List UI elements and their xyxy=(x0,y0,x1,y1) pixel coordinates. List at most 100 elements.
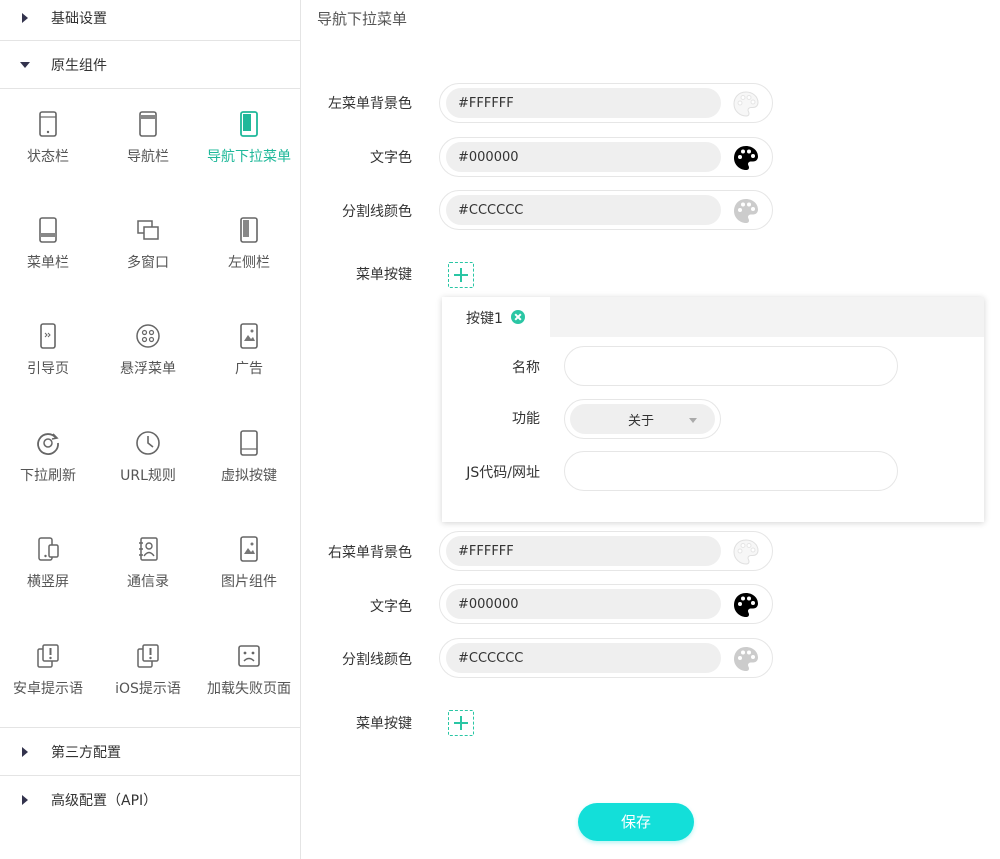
component-left-sidebar[interactable]: 左侧栏 xyxy=(199,216,299,296)
left-bg-color-input[interactable] xyxy=(446,88,721,118)
palette-icon[interactable] xyxy=(732,90,760,118)
component-label: 加载失败页面 xyxy=(207,681,291,697)
left-text-color-label: 文字色 xyxy=(370,150,412,166)
component-virtual-key[interactable]: 虚拟按键 xyxy=(199,429,299,509)
save-button[interactable]: 保存 xyxy=(578,803,694,841)
component-label: 图片组件 xyxy=(221,574,277,590)
section-label: 基础设置 xyxy=(51,10,107,27)
component-multi-window[interactable]: 多窗口 xyxy=(98,216,198,296)
component-float-menu[interactable]: 悬浮菜单 xyxy=(98,322,198,402)
right-bg-label: 右菜单背景色 xyxy=(328,545,412,561)
function-select[interactable]: 关于 xyxy=(564,399,721,439)
component-load-fail[interactable]: 加载失败页面 xyxy=(199,642,299,722)
left-sidebar-icon xyxy=(240,217,258,243)
section-advanced-api[interactable]: 高级配置（API） xyxy=(0,776,300,823)
section-third-party[interactable]: 第三方配置 xyxy=(0,728,300,775)
component-nav-bar[interactable]: 导航栏 xyxy=(98,110,198,190)
component-orientation[interactable]: 横竖屏 xyxy=(0,535,98,615)
right-text-color-label: 文字色 xyxy=(370,599,412,615)
component-label: 下拉刷新 xyxy=(20,468,76,484)
component-pull-refresh[interactable]: 下拉刷新 xyxy=(0,429,98,509)
function-select-inner: 关于 xyxy=(570,404,715,434)
right-text-color-field xyxy=(439,584,773,624)
component-label: 安卓提示语 xyxy=(13,681,83,697)
component-label: 多窗口 xyxy=(127,255,169,271)
chevron-right-icon xyxy=(22,12,28,23)
float-menu-icon xyxy=(136,324,160,348)
pull-refresh-icon xyxy=(37,433,59,455)
divider xyxy=(0,88,300,89)
left-text-color-field xyxy=(439,137,773,177)
component-label: 导航下拉菜单 xyxy=(207,149,291,165)
component-label: 导航栏 xyxy=(127,149,169,165)
page-title: 导航下拉菜单 xyxy=(317,10,408,28)
left-divider-color-field xyxy=(439,190,773,230)
component-label: 悬浮菜单 xyxy=(120,361,176,377)
sidebar: 基础设置 原生组件 状态栏 导航栏 xyxy=(0,0,301,859)
right-divider-color-input[interactable] xyxy=(446,643,721,673)
divider xyxy=(0,40,300,41)
phone-dropdown-icon xyxy=(240,111,258,137)
component-label: 引导页 xyxy=(27,361,69,377)
section-native-components[interactable]: 原生组件 xyxy=(0,41,300,88)
left-bg-label: 左菜单背景色 xyxy=(328,96,412,112)
component-label: 横竖屏 xyxy=(27,574,69,590)
palette-icon[interactable] xyxy=(732,538,760,566)
add-menu-button[interactable] xyxy=(448,262,474,288)
js-url-input[interactable] xyxy=(564,451,898,491)
component-guide-page[interactable]: 引导页 xyxy=(0,322,98,402)
url-rule-icon xyxy=(136,431,160,455)
right-bg-color-input[interactable] xyxy=(446,536,721,566)
component-ad[interactable]: 广告 xyxy=(199,322,299,402)
right-text-color-input[interactable] xyxy=(446,589,721,619)
tab-label: 按键1 xyxy=(466,311,503,327)
section-basic-settings[interactable]: 基础设置 xyxy=(0,0,300,41)
divider xyxy=(0,727,300,728)
name-input[interactable] xyxy=(564,346,898,386)
add-menu-button[interactable] xyxy=(448,710,474,736)
right-bg-color-field xyxy=(439,531,773,571)
left-menu-buttons-label: 菜单按键 xyxy=(356,267,412,283)
android-alert-icon xyxy=(37,644,59,668)
right-divider-color-label: 分割线颜色 xyxy=(342,652,412,668)
guide-page-icon xyxy=(40,323,56,349)
palette-icon[interactable] xyxy=(732,591,760,619)
tab-button-1[interactable]: 按键1 xyxy=(442,297,550,337)
component-image[interactable]: 图片组件 xyxy=(199,535,299,615)
component-contacts[interactable]: 通信录 xyxy=(98,535,198,615)
phone-menubar-icon xyxy=(39,217,57,243)
image-component-icon xyxy=(240,536,258,562)
js-url-label: JS代码/网址 xyxy=(466,465,540,481)
component-label: 通信录 xyxy=(127,574,169,590)
phone-navbar-icon xyxy=(139,111,157,137)
palette-icon[interactable] xyxy=(732,144,760,172)
left-text-color-input[interactable] xyxy=(446,142,721,172)
component-menu-bar[interactable]: 菜单栏 xyxy=(0,216,98,296)
palette-icon[interactable] xyxy=(732,645,760,673)
function-label: 功能 xyxy=(512,411,540,427)
phone-status-icon xyxy=(39,111,57,137)
section-label: 第三方配置 xyxy=(51,744,121,761)
component-label: 菜单栏 xyxy=(27,255,69,271)
section-label: 原生组件 xyxy=(51,57,107,74)
palette-icon[interactable] xyxy=(732,197,760,225)
component-android-alert[interactable]: 安卓提示语 xyxy=(0,642,98,722)
close-icon[interactable] xyxy=(511,310,525,324)
left-divider-color-label: 分割线颜色 xyxy=(342,204,412,220)
name-label: 名称 xyxy=(512,360,540,376)
divider xyxy=(0,775,300,776)
component-label: 虚拟按键 xyxy=(221,468,277,484)
component-label: URL规则 xyxy=(120,468,176,484)
component-ios-alert[interactable]: iOS提示语 xyxy=(98,642,198,722)
right-divider-color-field xyxy=(439,638,773,678)
chevron-down-icon xyxy=(20,61,30,68)
left-bg-color-field xyxy=(439,83,773,123)
component-url-rule[interactable]: URL规则 xyxy=(98,429,198,509)
multi-window-icon xyxy=(137,220,159,240)
component-status-bar[interactable]: 状态栏 xyxy=(0,110,98,190)
right-menu-buttons-label: 菜单按键 xyxy=(356,716,412,732)
left-divider-color-input[interactable] xyxy=(446,195,721,225)
ios-alert-icon xyxy=(137,644,159,668)
component-nav-dropdown[interactable]: 导航下拉菜单 xyxy=(199,110,299,190)
